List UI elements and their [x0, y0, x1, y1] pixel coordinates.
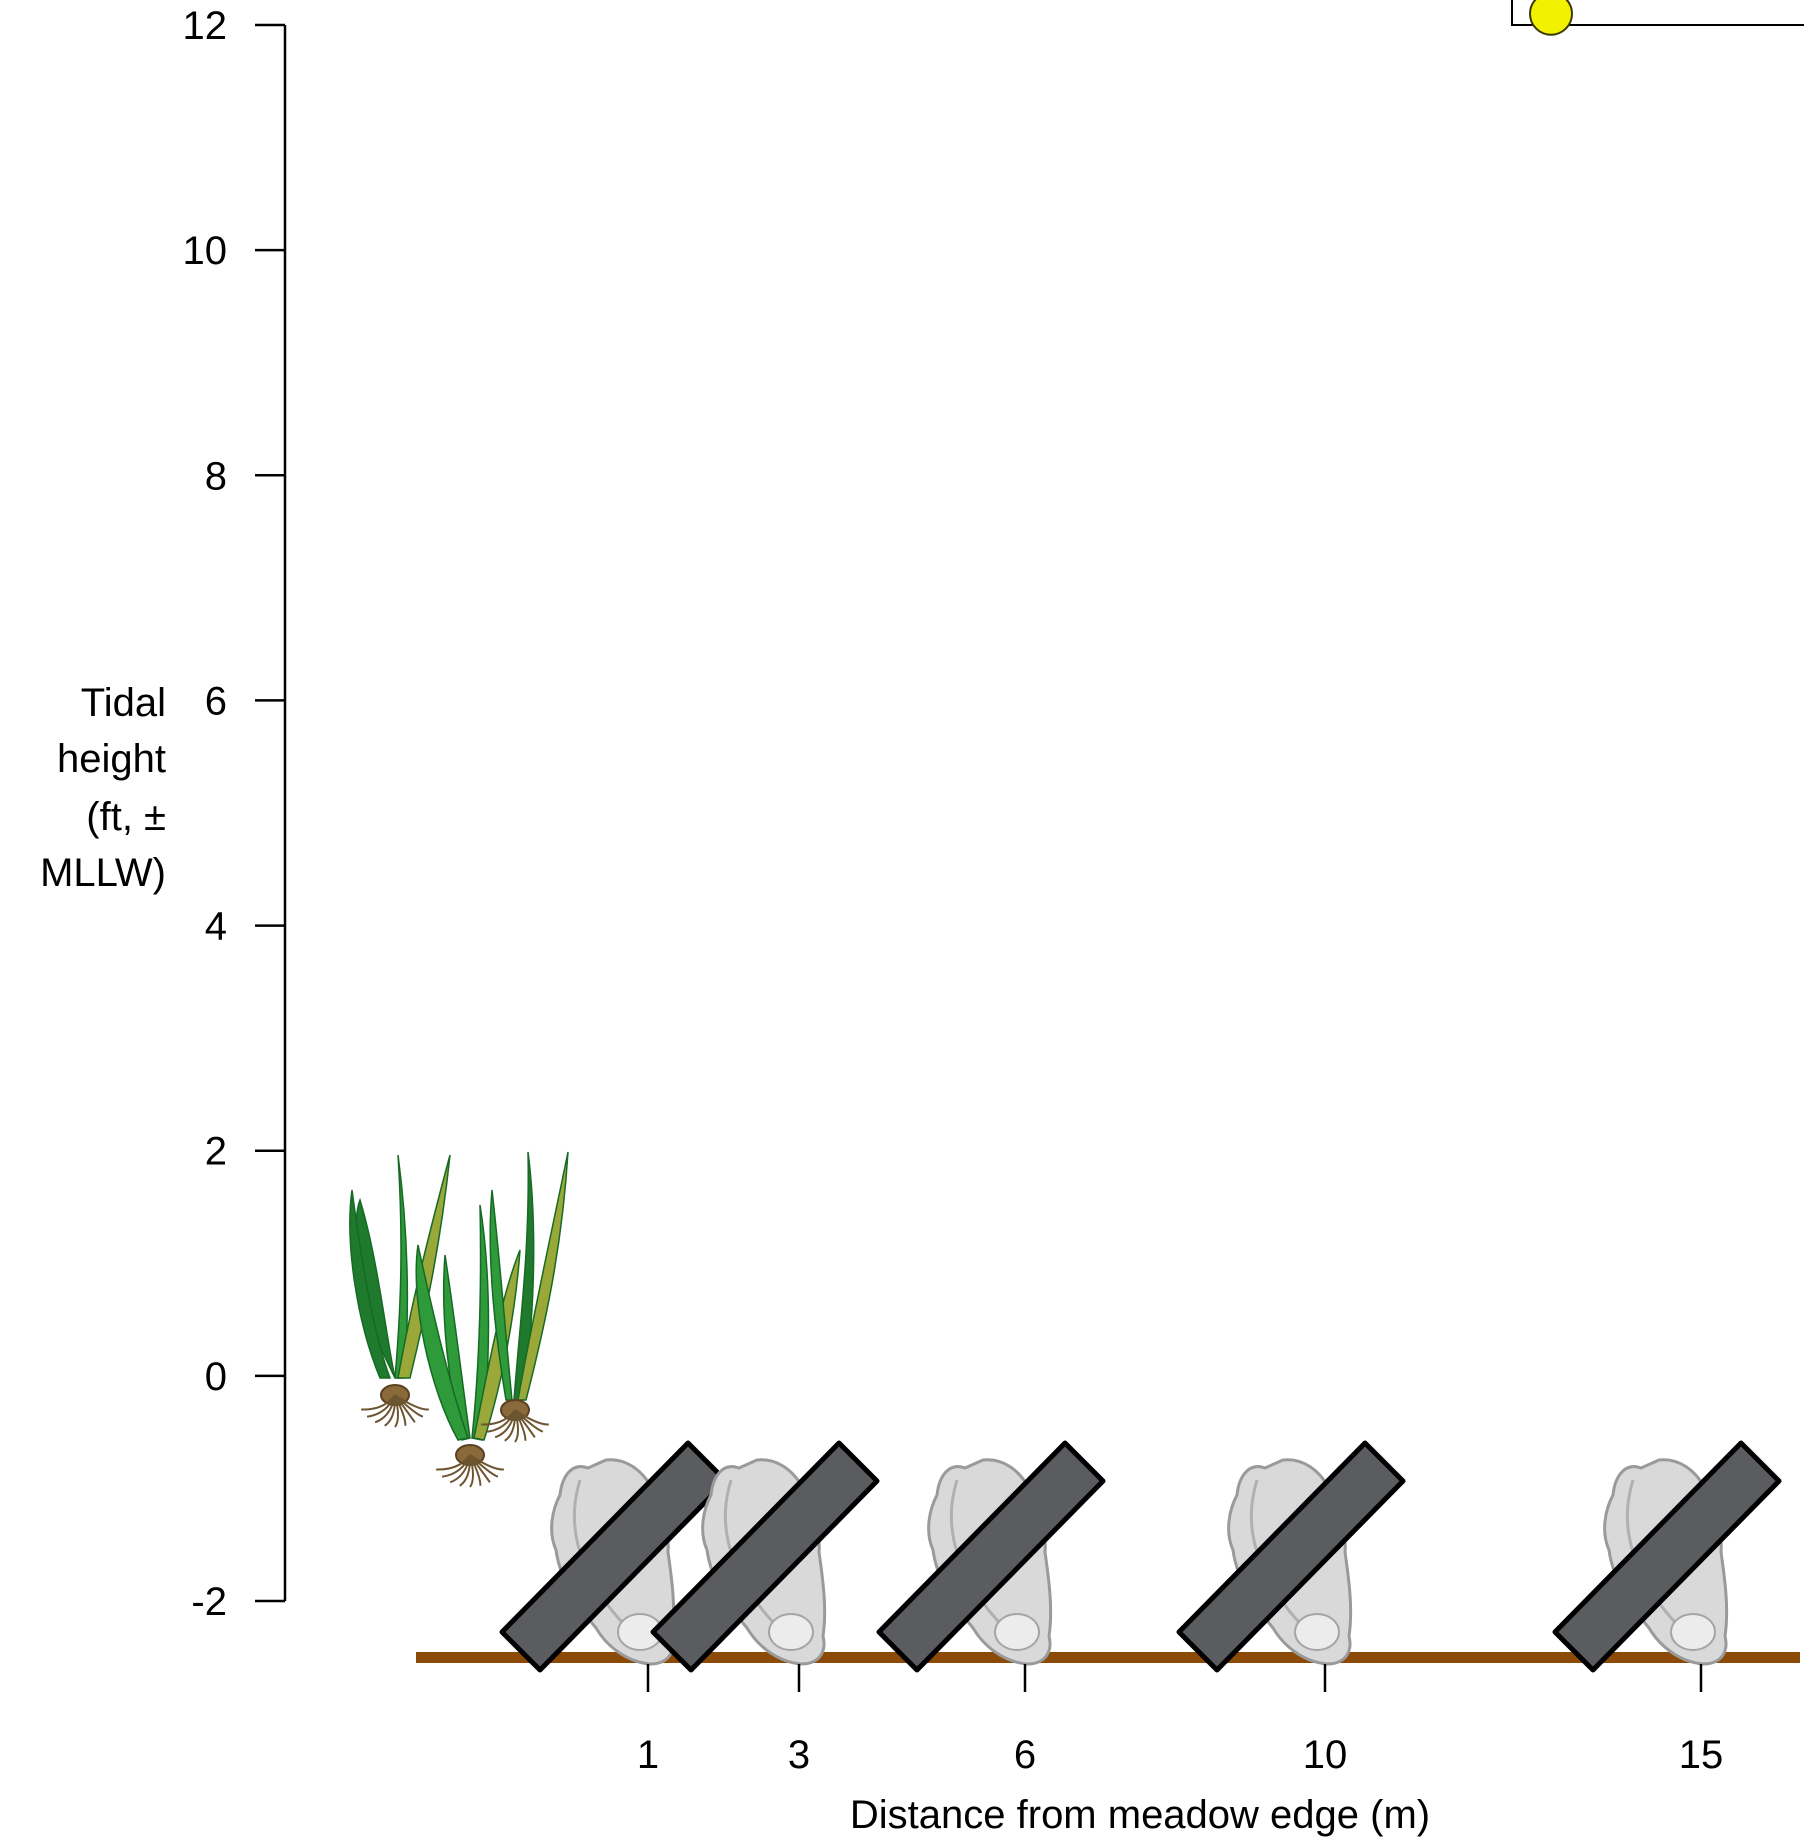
- y-tick-label: 4: [205, 905, 227, 949]
- y-axis-label-line-2: height: [57, 737, 166, 781]
- data-points: [1511, 0, 1804, 36]
- seagrass-blade: [517, 1151, 569, 1401]
- y-tick-label: 6: [205, 679, 227, 723]
- oyster-15: [1552, 1440, 1782, 1673]
- seagrass-blade: [349, 1189, 392, 1379]
- oyster-muscle-scar: [994, 1613, 1040, 1651]
- oyster-muscle-scar: [1670, 1613, 1716, 1651]
- sediment-line: [416, 1652, 1800, 1663]
- y-tick-label: 2: [205, 1130, 227, 1174]
- seagrass-blade: [473, 1249, 521, 1441]
- y-axis: 12 10 8 6 4 2 0 -2: [183, 4, 287, 1624]
- oyster-6: [876, 1440, 1106, 1673]
- seagrass-blade: [394, 1154, 409, 1379]
- seagrass-blade: [415, 1244, 469, 1441]
- oyster-muscle-scar: [768, 1613, 814, 1651]
- oyster-group: [499, 1440, 1782, 1673]
- x-tick-label: 1: [637, 1733, 659, 1777]
- x-tick-label: 6: [1014, 1733, 1036, 1777]
- oyster-3: [650, 1440, 880, 1673]
- oyster-bag-bar: [1176, 1440, 1406, 1673]
- y-tick-label: 8: [205, 454, 227, 498]
- y-axis-label-line-1: Tidal: [81, 681, 166, 725]
- x-tick-label: 3: [788, 1733, 810, 1777]
- oyster-bag-bar: [876, 1440, 1106, 1673]
- seagrass-roots: [481, 1399, 549, 1443]
- oyster-10: [1176, 1440, 1406, 1673]
- x-axis-label: Distance from meadow edge (m): [850, 1793, 1430, 1837]
- x-tick-label: 15: [1679, 1733, 1724, 1777]
- y-tick-label: -2: [191, 1580, 227, 1624]
- seagrass-roots: [361, 1384, 429, 1428]
- legend-box: [1511, 0, 1804, 26]
- data-point: [1529, 0, 1573, 36]
- oyster-muscle-scar: [1294, 1613, 1340, 1651]
- seagrass-illustration: [349, 1151, 569, 1488]
- y-axis-label-line-3: (ft, ±: [86, 795, 166, 839]
- y-axis-label-line-4: MLLW): [40, 851, 166, 895]
- x-tick-label: 10: [1303, 1733, 1348, 1777]
- y-tick-label: 10: [183, 229, 228, 273]
- oyster-bag-bar: [1552, 1440, 1782, 1673]
- y-tick-label: 12: [183, 4, 228, 48]
- seagrass-blade: [489, 1189, 513, 1401]
- x-axis: 1 3 6 10 15: [637, 1664, 1723, 1777]
- oyster-bag-bar: [650, 1440, 880, 1673]
- seagrass-roots: [436, 1444, 504, 1488]
- y-tick-label: 0: [205, 1355, 227, 1399]
